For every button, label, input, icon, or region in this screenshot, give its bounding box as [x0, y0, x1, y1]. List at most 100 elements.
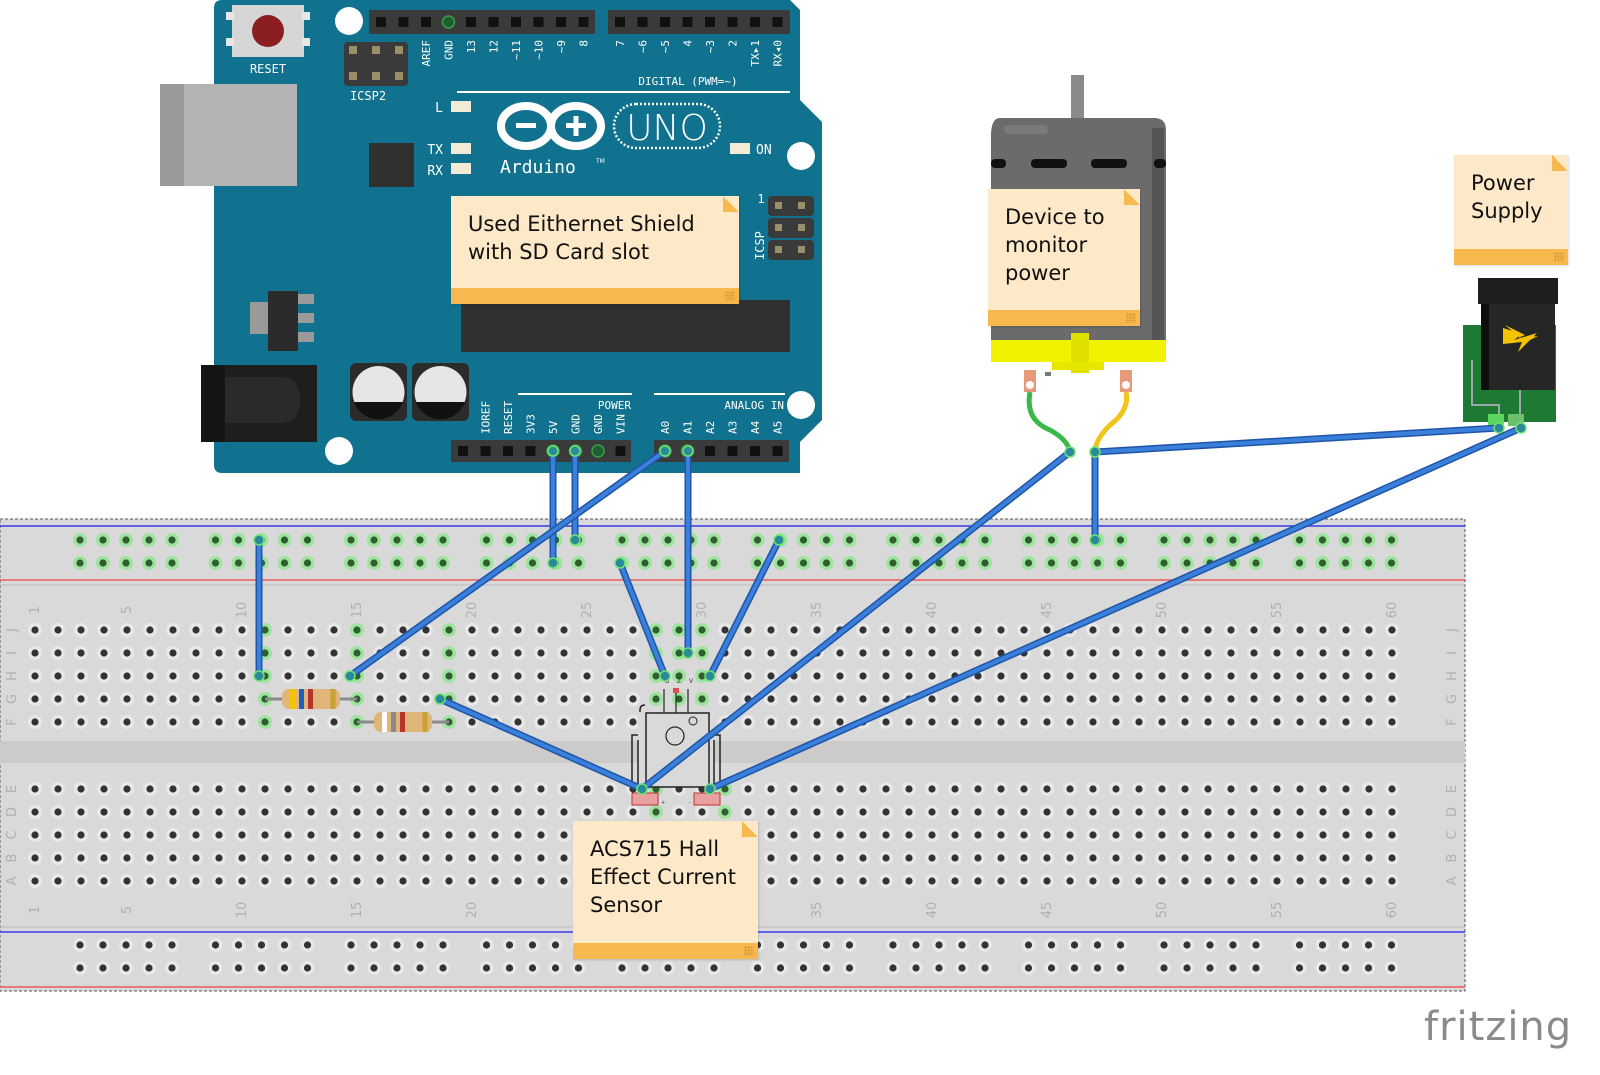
breadboard-hole[interactable] [787, 782, 801, 796]
breadboard-hole[interactable] [73, 938, 87, 952]
breadboard-hole[interactable] [1226, 938, 1240, 952]
breadboard-hole[interactable] [74, 715, 88, 729]
breadboard-hole[interactable] [1316, 692, 1330, 706]
breadboard-hole[interactable] [436, 961, 450, 975]
breadboard-hole[interactable] [189, 669, 203, 683]
note-power-supply[interactable]: Power Supply [1454, 155, 1568, 265]
breadboard-hole[interactable] [488, 782, 502, 796]
breadboard-hole[interactable] [465, 646, 479, 660]
breadboard-hole[interactable] [74, 805, 88, 819]
breadboard-hole[interactable] [856, 805, 870, 819]
power-pin[interactable] [591, 444, 605, 458]
breadboard-hole[interactable] [1384, 938, 1399, 952]
breadboard-hole[interactable] [718, 669, 732, 683]
breadboard-hole[interactable] [1315, 556, 1330, 570]
breadboard-hole[interactable] [212, 805, 226, 819]
breadboard-hole[interactable] [672, 805, 686, 819]
breadboard-hole[interactable] [511, 874, 525, 888]
breadboard-hole[interactable] [1067, 938, 1082, 952]
wire-end[interactable] [547, 445, 559, 457]
breadboard-hole[interactable] [396, 828, 410, 842]
note-resize-grip[interactable] [1554, 252, 1564, 262]
breadboard-hole[interactable] [932, 961, 946, 975]
breadboard-hole[interactable] [51, 851, 65, 865]
breadboard-hole[interactable] [1021, 938, 1036, 952]
breadboard-hole[interactable] [212, 692, 226, 706]
breadboard-hole[interactable] [1040, 782, 1054, 796]
wire-end[interactable] [682, 647, 694, 659]
breadboard-hole[interactable] [661, 961, 675, 975]
breadboard-hole[interactable] [1132, 828, 1146, 842]
breadboard-hole[interactable] [442, 851, 456, 865]
breadboard-hole[interactable] [1270, 782, 1284, 796]
breadboard-hole[interactable] [1293, 874, 1307, 888]
breadboard-hole[interactable] [143, 851, 157, 865]
breadboard-hole[interactable] [258, 782, 272, 796]
breadboard-hole[interactable] [97, 669, 111, 683]
breadboard-hole[interactable] [1293, 646, 1307, 660]
breadboard-hole[interactable] [327, 782, 341, 796]
breadboard-hole[interactable] [638, 556, 652, 570]
breadboard-hole[interactable] [886, 556, 900, 570]
breadboard-hole[interactable] [1109, 851, 1123, 865]
breadboard-hole[interactable] [571, 556, 586, 570]
breadboard-hole[interactable] [925, 646, 939, 660]
breadboard-hole[interactable] [1201, 782, 1215, 796]
breadboard-hole[interactable] [73, 556, 87, 570]
breadboard-hole[interactable] [580, 692, 594, 706]
breadboard-hole[interactable] [327, 874, 341, 888]
breadboard-hole[interactable] [525, 938, 540, 952]
breadboard-hole[interactable] [1178, 874, 1192, 888]
breadboard-hole[interactable] [534, 782, 548, 796]
breadboard-hole[interactable] [603, 692, 617, 706]
breadboard-hole[interactable] [994, 851, 1008, 865]
digital-pin[interactable] [488, 17, 499, 27]
breadboard-hole[interactable] [971, 646, 985, 660]
breadboard-hole[interactable] [28, 828, 42, 842]
breadboard-hole[interactable] [1109, 828, 1123, 842]
breadboard-hole[interactable] [1086, 646, 1100, 660]
breadboard-hole[interactable] [1270, 851, 1284, 865]
breadboard-hole[interactable] [1315, 961, 1330, 975]
wire-end[interactable] [1515, 422, 1527, 434]
breadboard-hole[interactable] [902, 646, 916, 660]
breadboard-hole[interactable] [856, 874, 870, 888]
breadboard-hole[interactable] [672, 623, 686, 637]
breadboard-hole[interactable] [373, 851, 387, 865]
breadboard-hole[interactable] [488, 646, 502, 660]
breadboard-hole[interactable] [143, 669, 157, 683]
breadboard-hole[interactable] [1021, 533, 1036, 547]
breadboard-hole[interactable] [1178, 828, 1192, 842]
breadboard-hole[interactable] [1224, 874, 1238, 888]
breadboard-hole[interactable] [97, 782, 111, 796]
note-ethernet-shield[interactable]: Used Eithernet Shield with SD Card slot [451, 196, 739, 304]
breadboard-hole[interactable] [1086, 874, 1100, 888]
breadboard-hole[interactable] [367, 533, 381, 547]
breadboard-hole[interactable] [97, 851, 111, 865]
breadboard-hole[interactable] [396, 805, 410, 819]
breadboard-hole[interactable] [534, 646, 548, 660]
breadboard-hole[interactable] [1067, 556, 1082, 570]
breadboard-hole[interactable] [120, 782, 134, 796]
breadboard-hole[interactable] [120, 874, 134, 888]
breadboard-hole[interactable] [304, 805, 318, 819]
breadboard-hole[interactable] [1362, 715, 1376, 729]
breadboard-hole[interactable] [281, 669, 295, 683]
breadboard-hole[interactable] [419, 851, 433, 865]
breadboard-hole[interactable] [1132, 692, 1146, 706]
breadboard-hole[interactable] [300, 938, 315, 952]
breadboard-hole[interactable] [1063, 828, 1077, 842]
breadboard-hole[interactable] [373, 828, 387, 842]
breadboard-hole[interactable] [96, 533, 110, 547]
breadboard-hole[interactable] [1339, 623, 1353, 637]
breadboard-hole[interactable] [833, 646, 847, 660]
breadboard-hole[interactable] [235, 782, 249, 796]
breadboard-hole[interactable] [741, 623, 755, 637]
breadboard-hole[interactable] [350, 805, 364, 819]
breadboard-hole[interactable] [695, 646, 709, 660]
breadboard-hole[interactable] [879, 805, 893, 819]
breadboard-hole[interactable] [925, 669, 939, 683]
breadboard-hole[interactable] [649, 805, 663, 819]
breadboard-hole[interactable] [787, 805, 801, 819]
digital-pin[interactable] [556, 17, 566, 27]
